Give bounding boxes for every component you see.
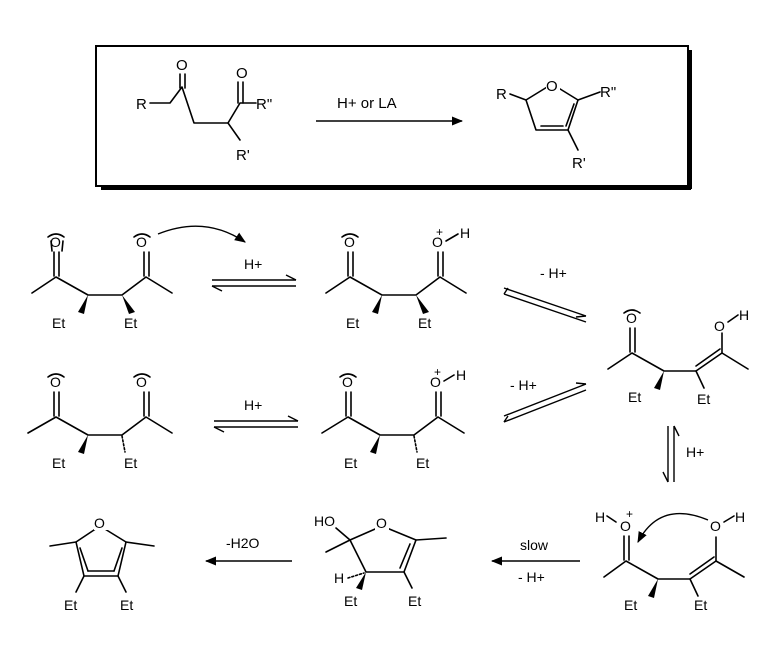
summary-reactant: R O O R" R' — [136, 57, 272, 164]
diketone-meso: O O Et Et — [31, 225, 246, 331]
svg-text:O: O — [344, 234, 355, 250]
svg-text:- H+: - H+ — [510, 377, 537, 393]
svg-text:- H+: - H+ — [540, 265, 567, 281]
summary-arrow: H+ or LA — [316, 95, 464, 126]
svg-text:Et: Et — [694, 597, 707, 613]
svg-text:R: R — [496, 86, 507, 103]
svg-text:+: + — [434, 365, 441, 379]
equilibrium-step5: H+ — [662, 425, 704, 483]
protonated-diketone-2: O O + H Et Et — [321, 365, 466, 471]
svg-text:H+: H+ — [244, 397, 262, 413]
hemiketal-intermediate: HO O H Et Et — [314, 513, 447, 609]
svg-text:Et: Et — [124, 315, 137, 331]
svg-text:O: O — [546, 78, 558, 95]
svg-text:Et: Et — [624, 597, 637, 613]
svg-text:HO: HO — [314, 513, 335, 529]
equilibrium-step3: - H+ — [503, 377, 587, 423]
protonated-enol: H O + O H Et Et — [595, 507, 745, 613]
svg-text:R": R" — [600, 84, 616, 101]
svg-text:Et: Et — [697, 391, 710, 407]
svg-text:+: + — [436, 225, 443, 239]
svg-text:+: + — [626, 507, 633, 521]
svg-text:H: H — [735, 509, 745, 525]
svg-text:O: O — [620, 518, 631, 534]
svg-text:Et: Et — [124, 455, 137, 471]
svg-text:Et: Et — [52, 315, 65, 331]
svg-text:Et: Et — [344, 593, 357, 609]
svg-text:Et: Et — [120, 597, 133, 613]
svg-text:H+: H+ — [686, 444, 704, 460]
svg-text:O: O — [714, 318, 725, 334]
svg-text:R': R' — [236, 147, 250, 164]
svg-text:R': R' — [572, 155, 586, 172]
svg-text:Et: Et — [408, 593, 421, 609]
svg-text:O: O — [50, 234, 61, 250]
svg-text:O: O — [94, 515, 105, 531]
svg-text:O: O — [236, 65, 248, 82]
svg-text:Et: Et — [346, 315, 359, 331]
svg-text:O: O — [430, 374, 441, 390]
svg-text:O: O — [626, 310, 637, 326]
svg-text:O: O — [376, 515, 387, 531]
svg-text:H+ or LA: H+ or LA — [337, 95, 397, 112]
svg-text:O: O — [176, 57, 188, 74]
svg-text:H: H — [739, 307, 749, 323]
svg-text:Et: Et — [418, 315, 431, 331]
equilibrium-step1: H+ — [211, 256, 297, 292]
svg-text:Et: Et — [416, 455, 429, 471]
diketone-dl: O O Et Et — [27, 373, 173, 471]
svg-text:O: O — [50, 374, 61, 390]
equilibrium-step4: H+ — [213, 397, 299, 433]
svg-text:O: O — [710, 518, 721, 534]
svg-text:Et: Et — [52, 455, 65, 471]
svg-text:O: O — [136, 234, 147, 250]
svg-text:R": R" — [256, 96, 272, 113]
svg-text:Et: Et — [628, 389, 641, 405]
svg-text:- H+: - H+ — [518, 569, 545, 585]
dehydration-arrow: -H2O — [204, 535, 292, 566]
equilibrium-step2: - H+ — [503, 265, 587, 323]
svg-text:H+: H+ — [244, 256, 262, 272]
svg-text:H: H — [595, 509, 605, 525]
svg-text:R: R — [136, 96, 147, 113]
summary-box: R O O R" R' H+ or LA R O — [95, 45, 692, 190]
svg-text:-H2O: -H2O — [226, 535, 260, 551]
protonated-diketone-1: O O + H Et Et — [325, 225, 470, 331]
furan-product: O Et Et — [49, 514, 155, 613]
svg-text:O: O — [342, 374, 353, 390]
svg-text:Et: Et — [344, 455, 357, 471]
cyclization-arrow: slow - H+ — [490, 537, 580, 585]
svg-text:H: H — [334, 570, 344, 586]
svg-text:Et: Et — [64, 597, 77, 613]
svg-text:O: O — [136, 374, 147, 390]
summary-product-furan: R O R" R' — [496, 76, 616, 172]
enol-intermediate: O O H Et Et — [607, 307, 749, 407]
svg-text:O: O — [432, 234, 443, 250]
svg-text:slow: slow — [520, 537, 549, 553]
svg-text:H: H — [456, 367, 466, 383]
svg-text:H: H — [460, 225, 470, 241]
